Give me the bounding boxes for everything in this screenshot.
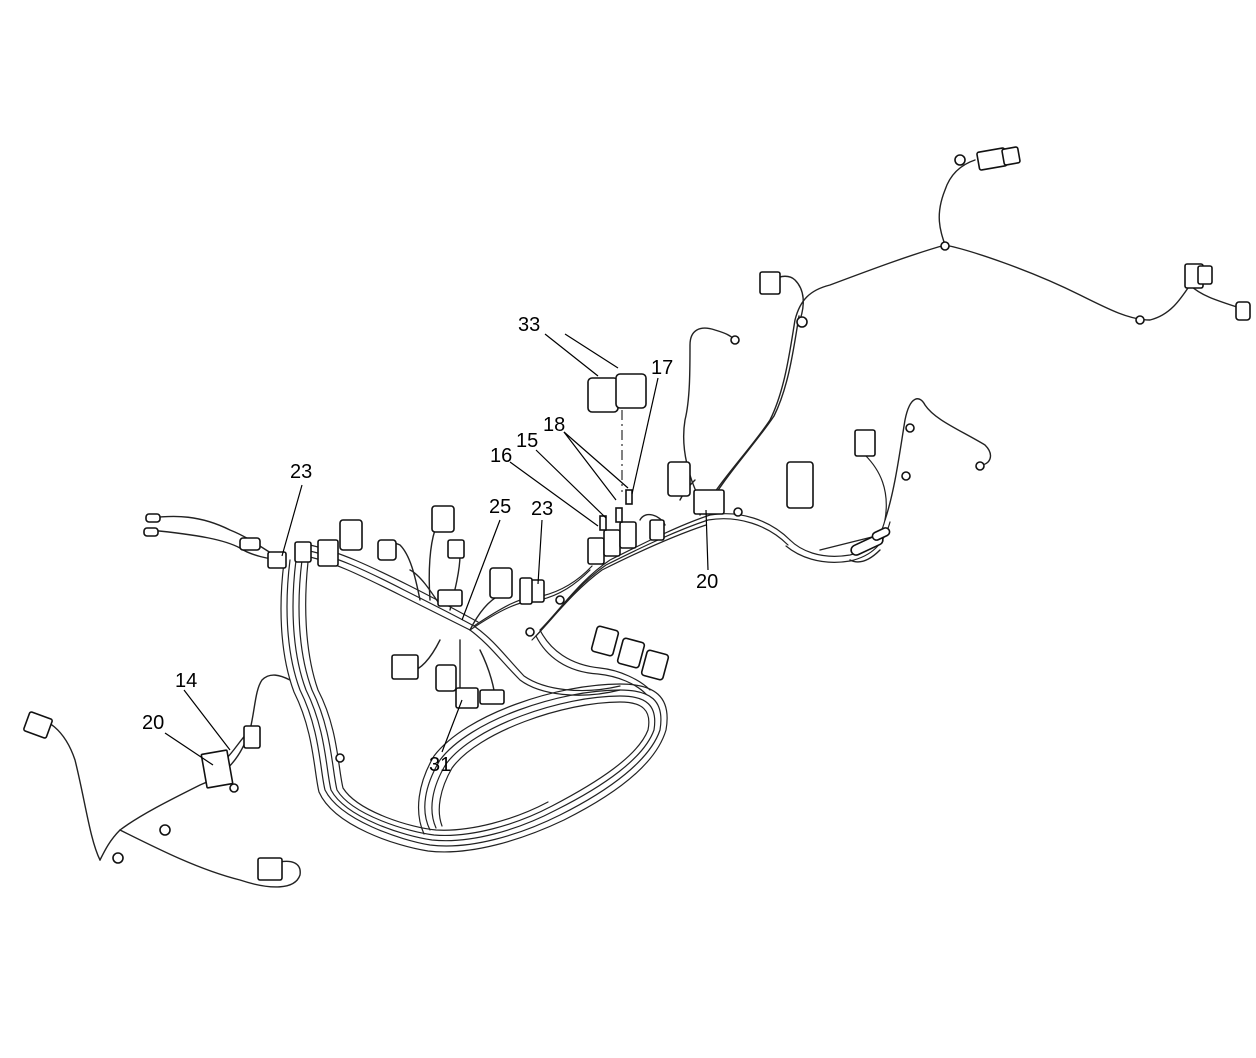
callout-14: 14 (175, 670, 197, 692)
callout-labels: 33 17 18 15 16 25 23 23 20 14 20 31 (142, 314, 718, 776)
leader-lines (164, 333, 709, 766)
callout-20-right: 20 (696, 571, 718, 593)
callout-33: 33 (518, 314, 540, 336)
callout-16: 16 (490, 445, 512, 467)
callout-20-left: 20 (142, 712, 164, 734)
callout-23-left: 23 (290, 461, 312, 483)
callout-31: 31 (429, 754, 451, 776)
connectors (23, 146, 1251, 881)
callout-25: 25 (489, 496, 511, 518)
callout-15: 15 (516, 430, 538, 452)
right-harness-branch (682, 159, 1241, 563)
center-harness-bundle (299, 513, 791, 696)
callout-17: 17 (651, 357, 673, 379)
main-harness-bundle (280, 559, 668, 853)
callout-18: 18 (543, 414, 565, 436)
callout-23-center: 23 (531, 498, 553, 520)
